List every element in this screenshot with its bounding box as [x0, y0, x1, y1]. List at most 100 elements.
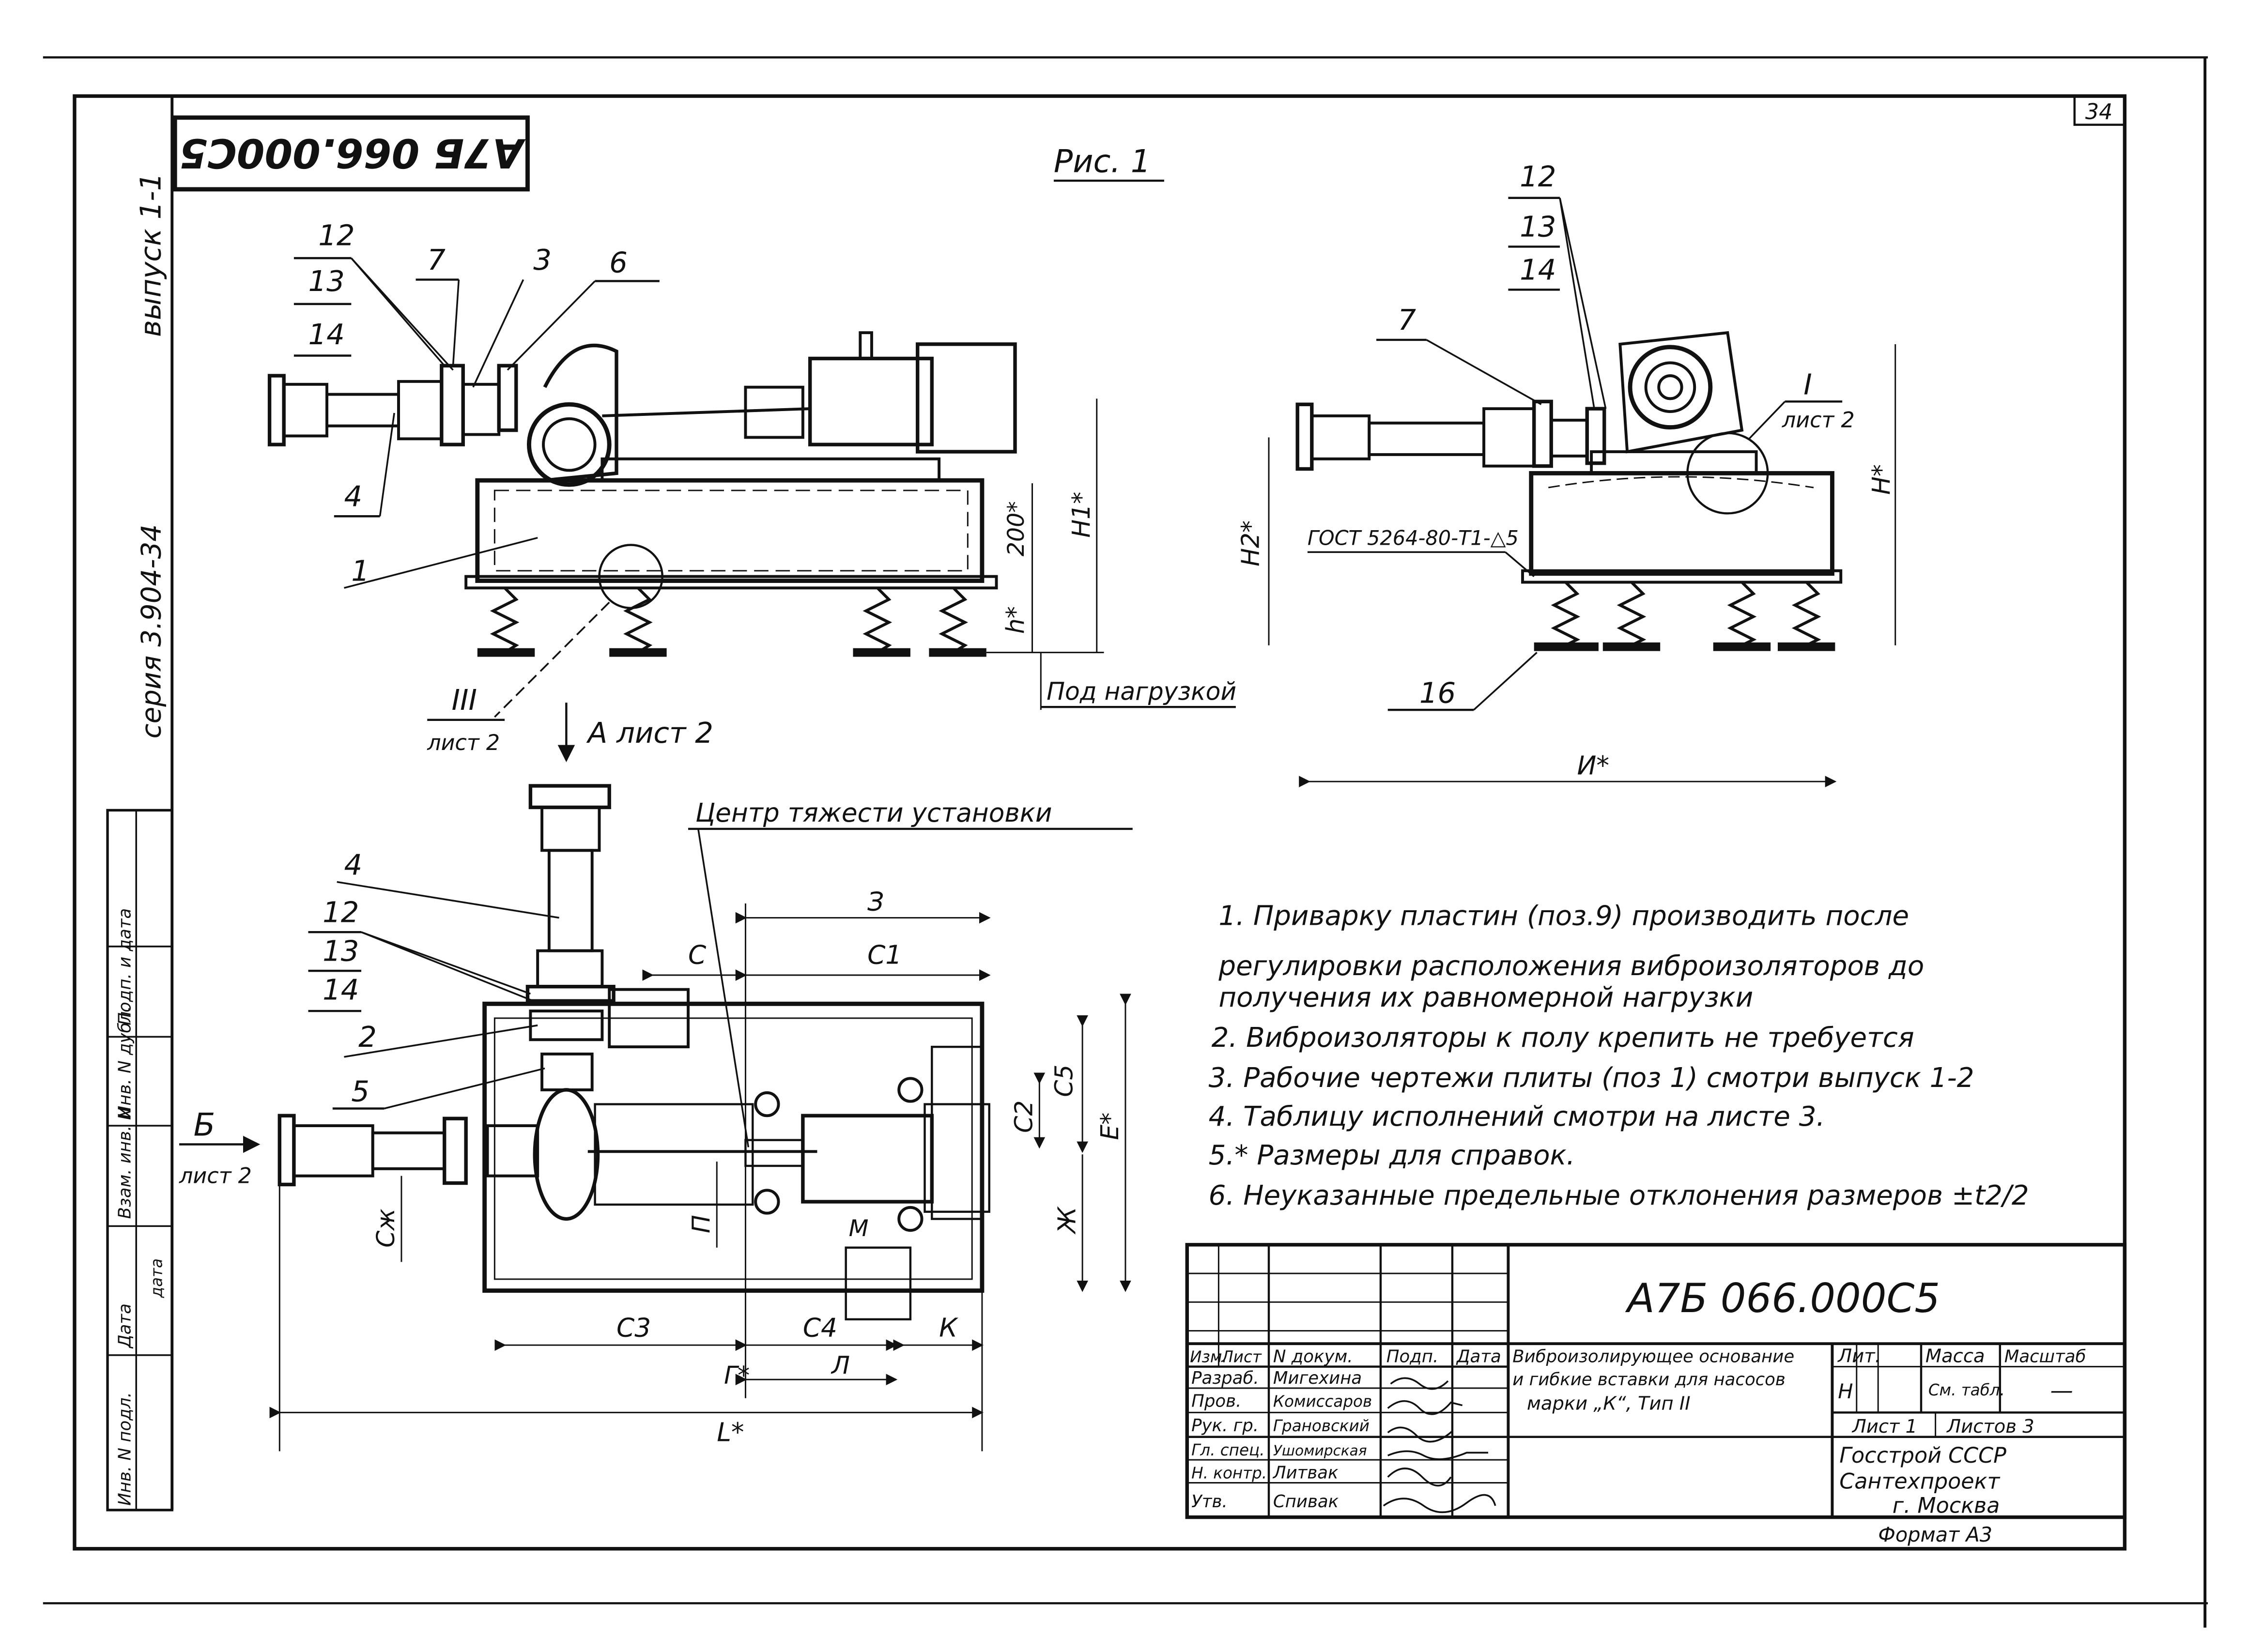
gravity-center-leader [697, 828, 750, 1147]
tb-desc-1: Виброизолирующее основание [1512, 1347, 1794, 1367]
tb-izm: Изм. [1190, 1348, 1227, 1366]
plan-flange-horizontal [443, 1117, 468, 1185]
end-pump-hub [1657, 374, 1683, 400]
coupling-guard [744, 385, 804, 439]
dim-Zh: Ж [1052, 1206, 1081, 1235]
dim-C1: С1 [867, 940, 902, 970]
dim-C3: С3 [616, 1313, 651, 1343]
plan-flex-vertical [547, 849, 594, 952]
dim-M: М [849, 1215, 869, 1242]
tb-org-3: г. Москва [1893, 1494, 2000, 1518]
dim-Czh: Сж [371, 1208, 400, 1248]
plan-bracket [845, 1246, 912, 1321]
shaft-line [602, 407, 810, 417]
plan-motor-fan [924, 1103, 990, 1213]
motor-body [808, 356, 934, 446]
tb-name-prov: Комиссаров [1273, 1392, 1372, 1411]
flange-6 [497, 364, 518, 432]
tr-callout-13: 13 [1520, 210, 1556, 244]
plan-collar [536, 949, 604, 988]
plan-top-flange [528, 784, 611, 810]
dim-Z: З [867, 887, 884, 917]
plan-flex-horizontal [371, 1131, 446, 1170]
tr-callout-16: 16 [1419, 676, 1456, 709]
strip-label-inv-podl: Инв. N подл. [115, 1392, 135, 1506]
pump-volute [526, 402, 612, 487]
tb-role-glspec: Гл. спец. [1191, 1441, 1264, 1459]
issue-label: выпуск 1-1 [134, 173, 168, 337]
plan-callout-5: 5 [351, 1075, 370, 1108]
dim-C: С [688, 940, 707, 970]
tr-callout-14: 14 [1520, 253, 1556, 287]
flange-7 [440, 364, 465, 446]
strip-label-data: Дата [115, 1303, 135, 1349]
tb-name-nkontr: Литвак [1272, 1463, 1339, 1483]
plan-inlet-nozzle [292, 1124, 374, 1178]
end-pump-foot [1590, 450, 1758, 475]
note-line-8: 6. Неуказанные предельные отклонения раз… [1209, 1180, 2029, 1211]
sheet-number: 34 [2085, 100, 2113, 124]
tb-role-razrab: Разраб. [1191, 1368, 1259, 1388]
strip-label-vzam: Взам. инв. N [115, 1107, 135, 1219]
title-stamp-mirrored: А7Б 066.000С5 [179, 129, 526, 176]
end-inlet-flange [1295, 402, 1314, 471]
end-pump-inner [1644, 361, 1696, 413]
top-left-side-view: 12 13 14 7 3 6 4 1 III лист 2 200* H1* h… [267, 218, 1236, 755]
main-frame [73, 94, 2127, 1551]
plan-frame-inner [493, 1017, 973, 1280]
tb-format: Формат А3 [1878, 1523, 1992, 1546]
tb-mass-label: Масса [1925, 1346, 1985, 1367]
dim-E: Е* [1095, 1113, 1124, 1140]
tl-leader-4 [379, 413, 395, 517]
pump-casing [543, 343, 618, 482]
inlet-nozzle [282, 382, 328, 438]
tl-callout-14: 14 [308, 318, 344, 351]
tl-leader-7 [452, 279, 460, 366]
view-A-label: А лист 2 [586, 716, 713, 750]
end-base-bar [1521, 569, 1843, 584]
plan-frame-rail [931, 1045, 984, 1220]
tb-role-utv: Утв. [1191, 1492, 1228, 1512]
section-III: III [452, 683, 477, 717]
tb-sheets: Листов 3 [1946, 1416, 2034, 1438]
tb-role-prov: Пров. [1191, 1392, 1241, 1411]
tl-callout-13: 13 [308, 264, 344, 298]
tr-leader-7 [1426, 339, 1542, 405]
title-stamp-box [172, 115, 530, 192]
end-base-dashed [1548, 476, 1814, 489]
sheet-number-box [2073, 95, 2126, 126]
base-plate [475, 478, 985, 583]
tl-callout-6: 6 [609, 246, 628, 279]
tl-callout-7: 7 [427, 243, 446, 276]
tr-leader-12 [1559, 198, 1595, 409]
dim-C2: С2 [1010, 1101, 1038, 1133]
dim-200: 200* [1003, 501, 1030, 556]
dim-C4: С4 [803, 1313, 837, 1343]
pipe-3 [462, 382, 501, 436]
plan-leader-12 [361, 931, 531, 995]
signatures [1383, 1377, 1496, 1514]
title-stamp-mirrored-group: А7Б 066.000С5 [179, 129, 526, 176]
tb-role-nkontr: Н. контр. [1191, 1464, 1267, 1483]
plan-pump [533, 1088, 600, 1221]
dim-L-small: Л [831, 1351, 850, 1379]
plan-leader-2 [344, 1024, 538, 1058]
isolator-2 [754, 1189, 780, 1215]
tr-leader-16 [1473, 652, 1538, 711]
end-pump-casing [1618, 331, 1744, 454]
tb-mass-value: См. табл. [1928, 1381, 2005, 1399]
tb-org-2: Сантехпроект [1839, 1469, 2000, 1494]
tl-callout-12: 12 [318, 218, 354, 252]
end-flange-pump [1585, 407, 1606, 465]
plan-valve-2 [529, 1010, 604, 1041]
tb-scale-value: — [2050, 1377, 2073, 1404]
motor-rear [915, 342, 1017, 454]
view-B-sheet: лист 2 [179, 1163, 252, 1188]
tb-desc-3: марки „К“, Тип II [1527, 1392, 1691, 1414]
top-right-end-view: 12 13 14 7 16 I лист 2 ГОСТ 5264-80-Т1-△… [1236, 160, 1896, 788]
tb-lit-value: Н [1838, 1380, 1853, 1403]
flex-collar [397, 380, 443, 441]
tb-sheet: Лист 1 [1851, 1416, 1917, 1438]
tb-podp: Подп. [1386, 1347, 1438, 1367]
gost-leader [1505, 551, 1535, 577]
